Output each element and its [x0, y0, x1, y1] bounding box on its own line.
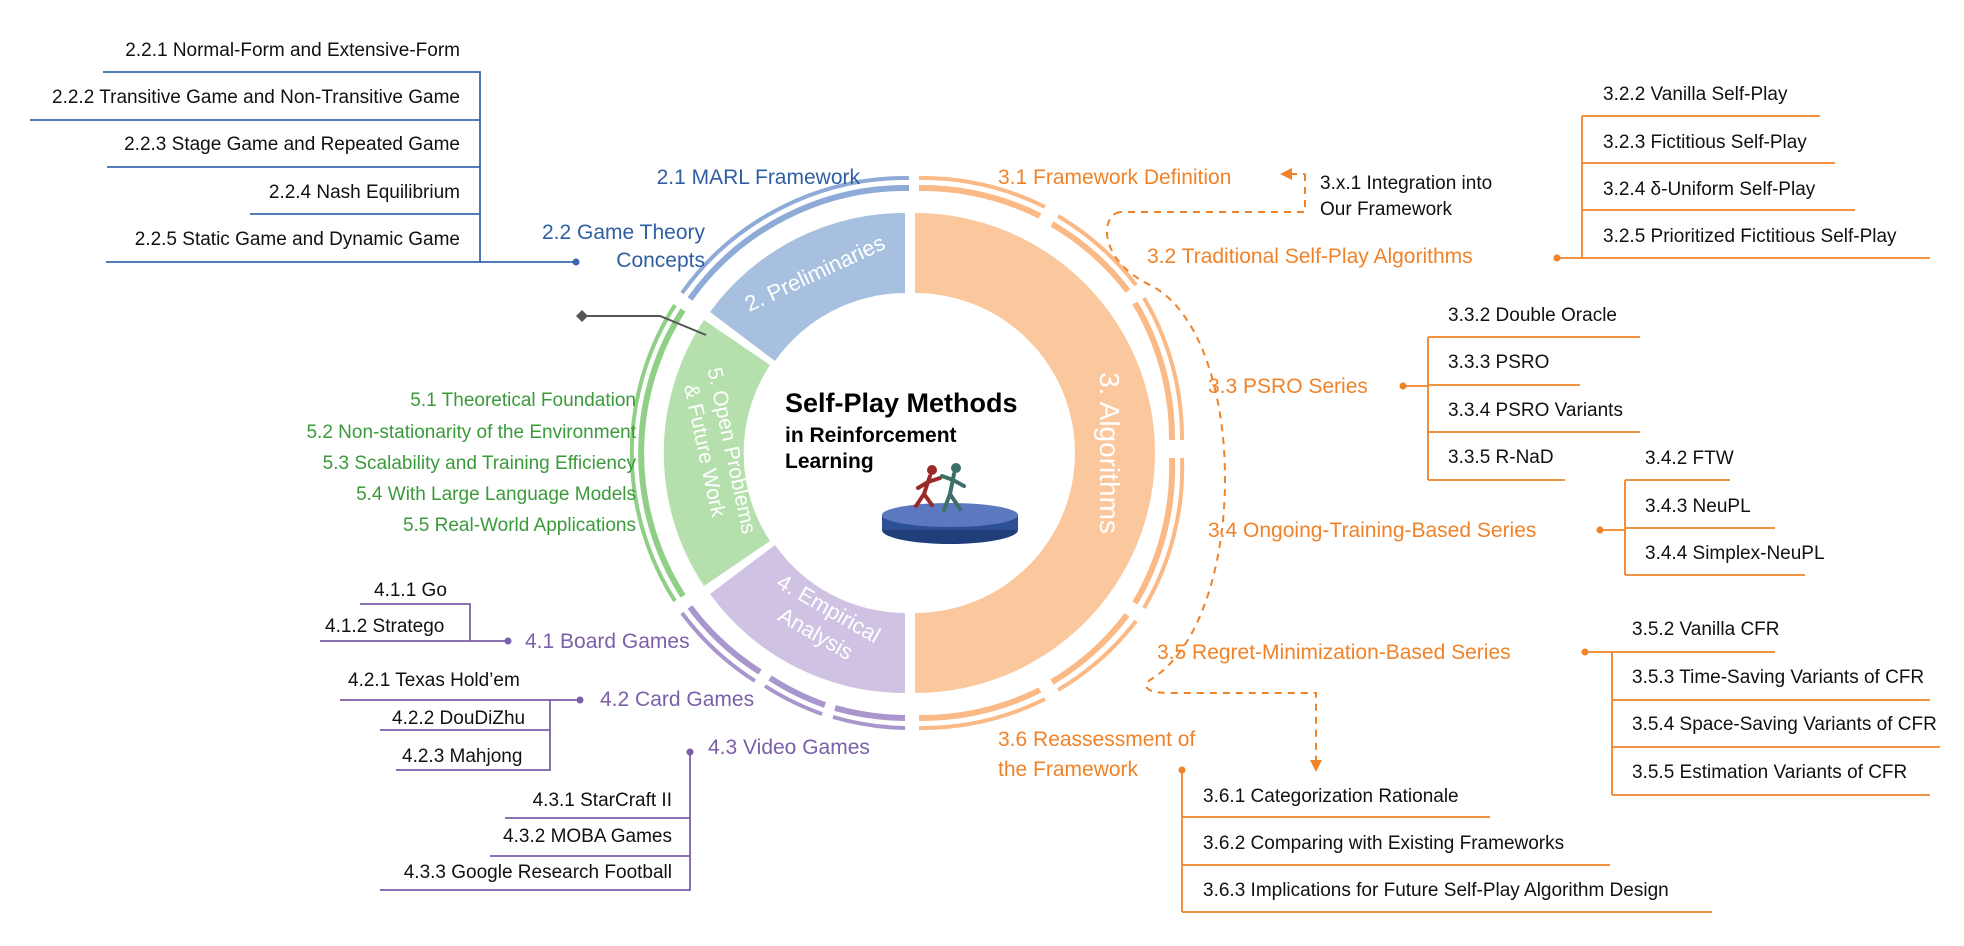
prelim-item-2: 2.2.2 Transitive Game and Non-Transitive… [52, 87, 460, 108]
traditional-item-4: 3.2.5 Prioritized Fictitious Self-Play [1603, 226, 1897, 247]
algorithms-branch: 3.1 Framework Definition 3.x.1 Integrati… [998, 84, 1940, 913]
card-games-label: 4.2 Card Games [600, 688, 754, 711]
reassess-item-2: 3.6.2 Comparing with Existing Frameworks [1203, 833, 1564, 854]
open-item-2: 5.2 Non-stationarity of the Environment [306, 422, 636, 443]
card-item-1: 4.2.1 Texas Hold’em [348, 670, 520, 691]
integration-label-2: Our Framework [1320, 199, 1452, 220]
traditional-item-1: 3.2.2 Vanilla Self-Play [1603, 84, 1788, 105]
reassess-item-1: 3.6.1 Categorization Rationale [1203, 786, 1459, 807]
regret-item-2: 3.5.3 Time-Saving Variants of CFR [1632, 667, 1924, 688]
reassessment-label-1: 3.6 Reassessment of [998, 728, 1195, 751]
psro-item-2: 3.3.3 PSRO [1448, 352, 1549, 373]
preliminaries-branch: 2.1 MARL Framework 2.2 Game Theory Conce… [30, 40, 861, 272]
regret-item-4: 3.5.5 Estimation Variants of CFR [1632, 762, 1907, 783]
algorithms-sector [915, 213, 1155, 693]
center-subtitle-1: in Reinforcement [785, 424, 957, 447]
psro-item-4: 3.3.5 R-NaD [1448, 447, 1554, 468]
open-problems-connector [576, 310, 707, 336]
game-theory-label-2: Concepts [616, 249, 705, 272]
open-problems-branch: 5.1 Theoretical Foundation 5.2 Non-stati… [306, 390, 636, 536]
preliminaries-sector [710, 212, 905, 361]
prelim-item-5: 2.2.5 Static Game and Dynamic Game [135, 229, 460, 250]
open-item-5: 5.5 Real-World Applications [403, 515, 636, 536]
traditional-item-3: 3.2.4 δ-Uniform Self-Play [1603, 179, 1816, 200]
open-item-1: 5.1 Theoretical Foundation [410, 390, 636, 411]
ongoing-item-1: 3.4.2 FTW [1645, 448, 1734, 469]
card-item-2: 4.2.2 DouDiZhu [392, 708, 525, 729]
video-item-1: 4.3.1 StarCraft II [533, 790, 672, 811]
traditional-item-2: 3.2.3 Fictitious Self-Play [1603, 132, 1807, 153]
open-item-3: 5.3 Scalability and Training Efficiency [323, 453, 637, 474]
outer-bands [629, 175, 1185, 731]
reassessment-label-2: the Framework [998, 758, 1139, 781]
traditional-label: 3.2 Traditional Self-Play Algorithms [1147, 245, 1473, 268]
psro-item-1: 3.3.2 Double Oracle [1448, 305, 1617, 326]
framework-definition-label: 3.1 Framework Definition [998, 166, 1231, 189]
ongoing-item-3: 3.4.4 Simplex-NeuPL [1645, 543, 1825, 564]
card-item-3: 4.2.3 Mahjong [402, 746, 522, 767]
empirical-branch: 4.1 Board Games 4.2 Card Games 4.3 Video… [320, 580, 870, 891]
ongoing-label: 3.4 Ongoing-Training-Based Series [1208, 519, 1536, 542]
video-item-3: 4.3.3 Google Research Football [404, 862, 672, 883]
video-item-2: 4.3.2 MOBA Games [503, 826, 672, 847]
center-subtitle-2: Learning [785, 450, 874, 473]
open-item-4: 5.4 With Large Language Models [356, 484, 636, 505]
open-problems-sector [663, 320, 770, 586]
ongoing-item-2: 3.4.3 NeuPL [1645, 496, 1751, 517]
regret-item-1: 3.5.2 Vanilla CFR [1632, 619, 1780, 640]
game-theory-label-1: 2.2 Game Theory [542, 221, 706, 244]
psro-item-3: 3.3.4 PSRO Variants [1448, 400, 1623, 421]
regret-label: 3.5 Regret-Minimization-Based Series [1157, 641, 1511, 664]
video-games-label: 4.3 Video Games [708, 736, 870, 759]
psro-label: 3.3 PSRO Series [1208, 375, 1368, 398]
board-games-label: 4.1 Board Games [525, 630, 690, 653]
regret-item-3: 3.5.4 Space-Saving Variants of CFR [1632, 714, 1937, 735]
pedestal-illustration [882, 463, 1018, 544]
board-item-1: 4.1.1 Go [374, 580, 447, 601]
integration-label-1: 3.x.1 Integration into [1320, 173, 1492, 194]
board-item-2: 4.1.2 Stratego [325, 616, 444, 637]
prelim-item-1: 2.2.1 Normal-Form and Extensive-Form [125, 40, 460, 61]
center-title: Self-Play Methods [785, 388, 1018, 418]
prelim-item-4: 2.2.4 Nash Equilibrium [269, 182, 460, 203]
prelim-item-3: 2.2.3 Stage Game and Repeated Game [124, 134, 460, 155]
reassess-item-3: 3.6.3 Implications for Future Self-Play … [1203, 880, 1669, 901]
marl-framework-label: 2.1 MARL Framework [657, 166, 861, 189]
central-ring: 2. Preliminaries 3. Algorithms 4. Empiri… [629, 175, 1185, 731]
empirical-sector [710, 545, 905, 694]
algorithms-label: 3. Algorithms [1094, 372, 1125, 534]
robot-figure-teal [940, 463, 966, 512]
robot-figure-red [914, 465, 942, 508]
